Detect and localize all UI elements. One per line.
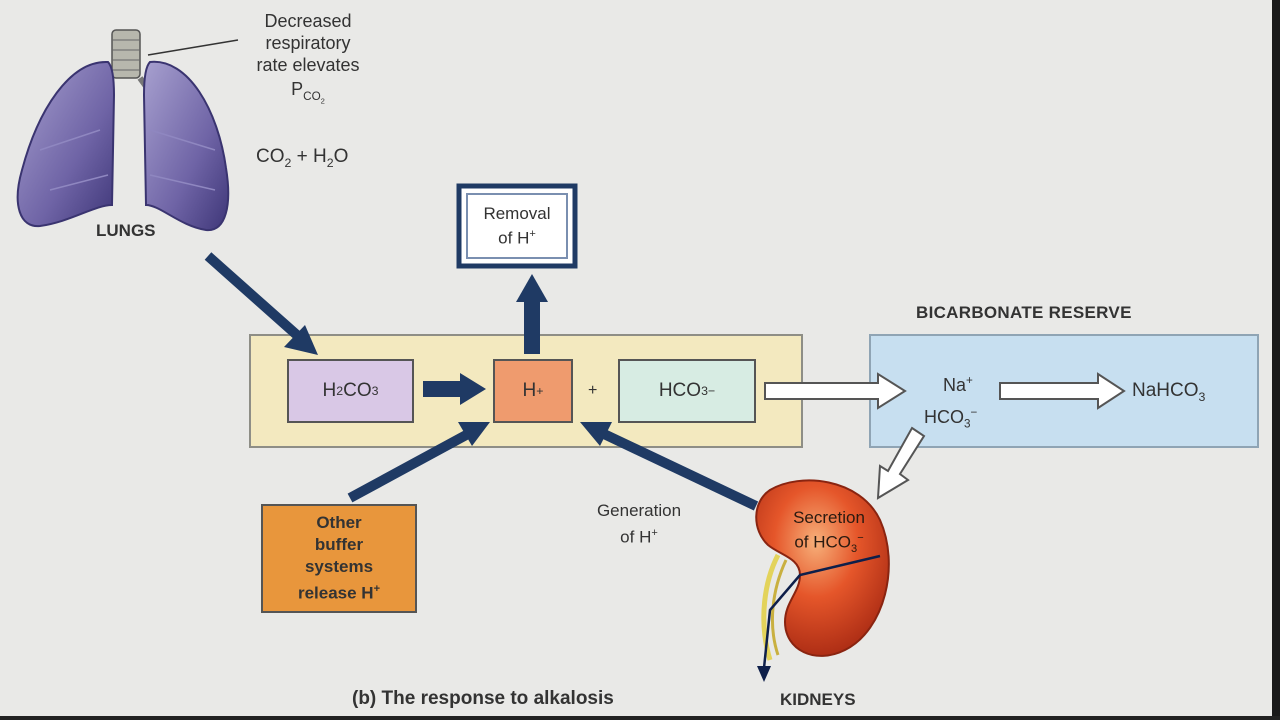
buffer-sup: +: [373, 583, 381, 596]
buffer-box-frame: [261, 504, 417, 613]
secretion-sub: 3: [851, 543, 858, 556]
h-ion-box: H+: [494, 360, 572, 422]
pco2-sub: CO: [303, 89, 321, 103]
h2co3-h: H: [322, 380, 337, 401]
buffer-line1: Other: [316, 513, 362, 533]
lungs-note-line2: respiratory: [265, 33, 351, 53]
right-lung: [142, 60, 230, 232]
removal-line2-text: of H: [498, 228, 530, 248]
hco3-text: HCO: [658, 380, 702, 401]
generation-line2-text: of H: [620, 527, 652, 547]
left-lung: [16, 60, 116, 228]
bicarb-hco3: HCO3−: [924, 402, 977, 436]
bicarbonate-title: BICARBONATE RESERVE: [916, 303, 1132, 322]
buffer-line4: release H+: [298, 578, 380, 605]
eq-co-sub: 2: [284, 155, 292, 170]
generation-line2: of H+: [574, 522, 704, 549]
pco2-sub2: 2: [320, 95, 325, 105]
reaction-plus: +: [588, 382, 598, 399]
secretion-sup: −: [857, 532, 864, 544]
dark-arrows: [204, 252, 759, 511]
buffer-line2: buffer: [314, 535, 364, 555]
pco2-p: P: [291, 79, 304, 99]
right-edge-bar: [1272, 0, 1280, 720]
buffer-line4-text: release H: [297, 583, 374, 603]
nahco3-text: NaHCO: [1132, 380, 1199, 401]
bicarb-hco3-sup: −: [970, 406, 978, 419]
eq-co: CO: [256, 146, 285, 167]
bicarb-na-text: Na: [943, 375, 967, 395]
eq-plus-h: + H: [291, 146, 327, 167]
eq-o: O: [333, 146, 349, 167]
figure-caption: (b) The response to alkalosis: [352, 688, 614, 709]
bicarb-na-sup: +: [966, 374, 973, 387]
buffer-line3: systems: [304, 557, 374, 577]
secretion-line2-text: of HCO: [794, 532, 852, 552]
bottom-edge-bar: [0, 716, 1280, 720]
h2co3-sub1: 2: [336, 384, 344, 398]
kidney-illustration: [755, 479, 890, 682]
h2co3-sub2: 3: [371, 384, 379, 398]
lungs-note-line3: rate elevates: [256, 55, 360, 75]
buffer-box: Other buffer systems release H+: [262, 505, 416, 612]
lungs-label: LUNGS: [96, 221, 156, 240]
bicarb-hco3-sub: 3: [964, 417, 971, 431]
removal-line1: Removal: [483, 204, 551, 224]
hco3-sub: 3: [701, 384, 708, 398]
lungs-note-pco2: PCO2: [228, 78, 388, 112]
lungs-note-line1: Decreased: [264, 11, 352, 31]
h-ion-h: H: [522, 380, 537, 401]
h2co3-box-frame: [287, 359, 414, 423]
hco3-sup: −: [707, 384, 716, 398]
removal-sup: +: [529, 228, 536, 241]
removal-line2: of H+: [498, 224, 536, 249]
removal-box-frame: [456, 183, 578, 269]
h-ion-sup: +: [536, 384, 544, 398]
kidneys-label: KIDNEYS: [780, 690, 856, 709]
hollow-arrows: [764, 372, 1126, 500]
secretion-line2: of HCO3−: [774, 528, 884, 559]
lungs-note: Decreased respiratory rate elevates PCO2: [228, 10, 388, 112]
hco3-box-frame: [618, 359, 756, 423]
bicarb-na: Na+: [943, 370, 973, 396]
nahco3: NaHCO3: [1132, 380, 1205, 408]
nahco3-sub: 3: [1198, 389, 1206, 404]
bicarb-hco3-text: HCO: [924, 407, 964, 427]
generation-line1: Generation: [596, 501, 682, 520]
h2co3-co: CO: [343, 380, 372, 401]
eq-h-sub: 2: [326, 155, 334, 170]
kidney-secretion-label: Secretion of HCO3−: [774, 508, 884, 559]
h-box-frame: [493, 359, 573, 423]
generation-label: Generation of H+: [574, 500, 704, 549]
generation-sup: +: [651, 527, 658, 539]
removal-box: Removal of H+: [467, 194, 567, 258]
co2-h2o-equation: CO2 + H2O: [256, 146, 348, 174]
lungs-illustration: [16, 29, 239, 232]
secretion-line1: Secretion: [793, 508, 865, 527]
